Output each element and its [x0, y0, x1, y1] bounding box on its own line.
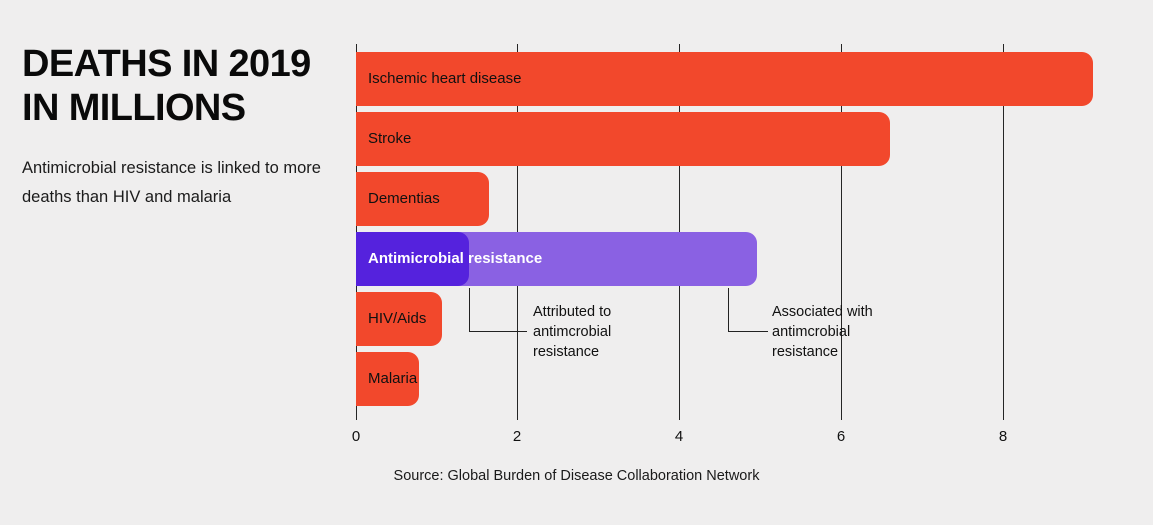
chart-header: DEATHS IN 2019 IN MILLIONS Antimicrobial… — [22, 42, 342, 212]
leader-line-associated — [728, 288, 768, 332]
xtick-label-4: 4 — [674, 428, 684, 445]
xtick-label-8: 8 — [998, 428, 1008, 445]
annotation-attributed: Attributed to antimcrobial resistance — [533, 304, 612, 360]
bar-ischemic-heart-disease[interactable] — [356, 52, 1093, 106]
gridline-8 — [1003, 44, 1004, 420]
xtick-label-2: 2 — [512, 428, 522, 445]
page-title: DEATHS IN 2019 IN MILLIONS — [22, 43, 311, 129]
bar-dementias[interactable] — [356, 172, 489, 226]
leader-line-attributed — [469, 288, 527, 332]
xtick-label-6: 6 — [836, 428, 846, 445]
bar-antimicrobial-resistance-attributed[interactable] — [356, 232, 469, 286]
gridline-6 — [841, 44, 842, 420]
bar-malaria[interactable] — [356, 352, 419, 406]
annotation-associated: Associated with antimcrobial resistance — [772, 304, 873, 360]
source-note: Source: Global Burden of Disease Collabo… — [393, 468, 760, 484]
xtick-label-0: 0 — [351, 428, 361, 445]
chart-subtitle: Antimicrobial resistance is linked to mo… — [22, 159, 321, 206]
bar-hiv-aids[interactable] — [356, 292, 442, 346]
bar-stroke[interactable] — [356, 112, 890, 166]
